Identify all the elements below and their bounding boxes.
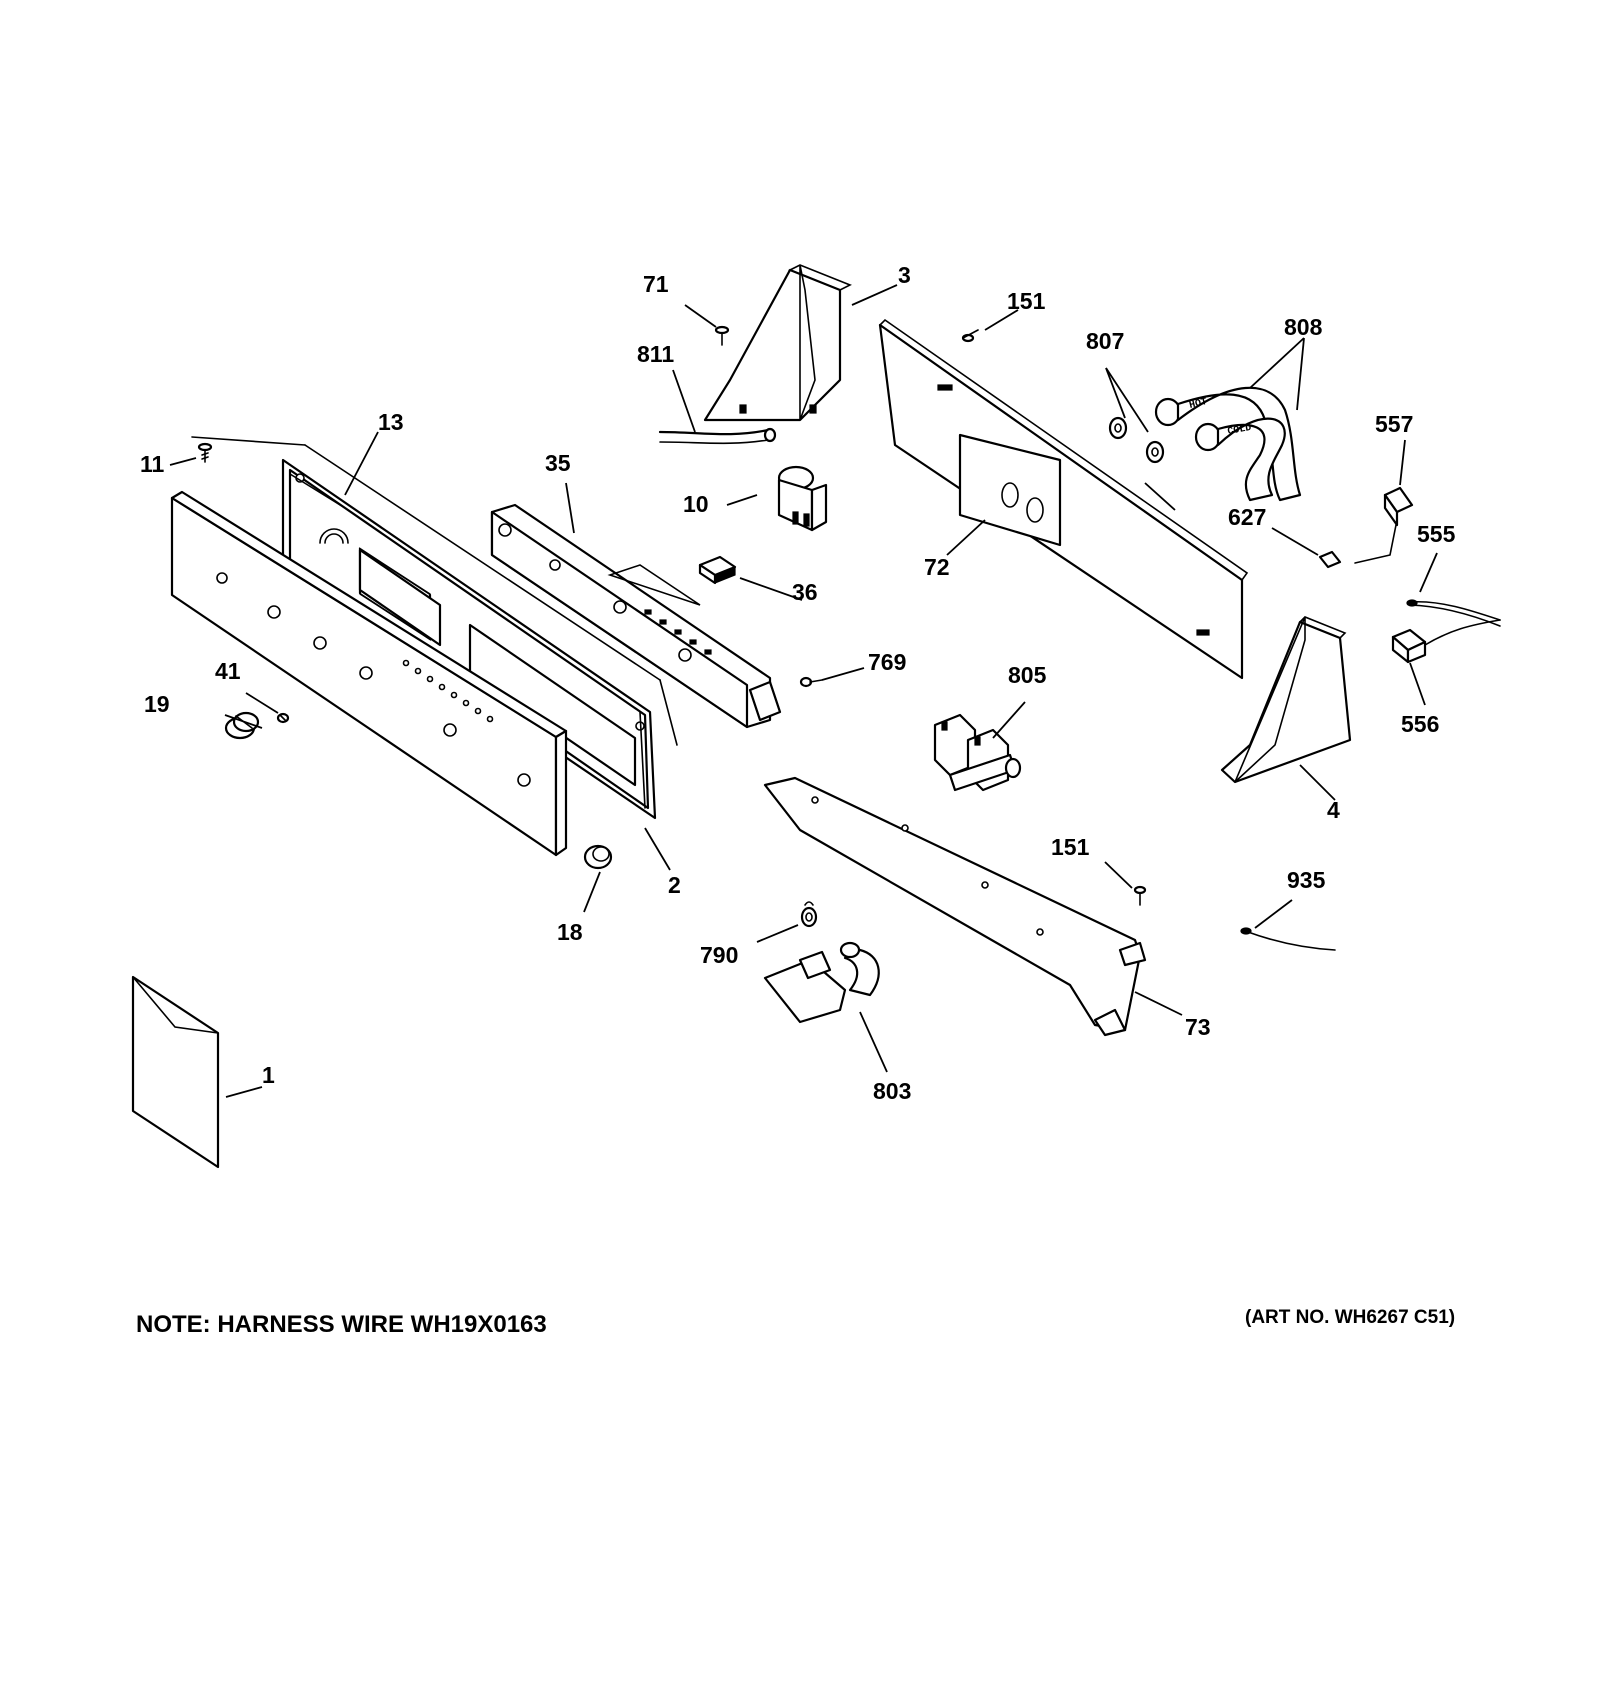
callout-4: 4 xyxy=(1327,797,1340,823)
callout-627: 627 xyxy=(1228,504,1266,530)
callout-556: 556 xyxy=(1401,711,1439,737)
callout-labels: 1 2 3 4 10 11 13 18 19 35 36 41 71 72 73… xyxy=(140,262,1456,1104)
part-10-pressure-switch xyxy=(777,465,828,532)
part-13-backsplash-frame xyxy=(191,436,678,820)
callout-803: 803 xyxy=(873,1078,911,1104)
part-4-right-end-cap xyxy=(1220,616,1352,784)
part-808-inlet-hoses: HOT COLD xyxy=(1154,386,1302,502)
callout-18: 18 xyxy=(557,919,583,945)
part-72-rear-panel xyxy=(878,318,1249,680)
part-18-grommet xyxy=(583,844,613,870)
callout-73: 73 xyxy=(1185,1014,1211,1040)
part-790-clamp xyxy=(800,901,818,928)
callout-11: 11 xyxy=(140,451,165,477)
part-811-pressure-hose xyxy=(658,427,777,445)
callout-808: 808 xyxy=(1284,314,1323,340)
callout-35: 35 xyxy=(545,450,571,476)
callout-71: 71 xyxy=(643,271,669,297)
callout-36: 36 xyxy=(792,579,818,605)
part-1-literature-envelope xyxy=(131,975,220,1169)
part-151-screw-upper xyxy=(961,329,979,343)
part-807-hose-washers xyxy=(1108,416,1165,464)
callout-41: 41 xyxy=(215,658,241,684)
part-2-console-panel xyxy=(170,490,568,857)
callout-72: 72 xyxy=(924,554,950,580)
callout-557: 557 xyxy=(1375,411,1413,437)
part-555-wire xyxy=(1406,599,1501,627)
hot-hose-marking: HOT xyxy=(1188,397,1208,412)
harness-wire-note: NOTE: HARNESS WIRE WH19X0163 xyxy=(136,1311,547,1338)
callout-807: 807 xyxy=(1086,328,1124,354)
callout-935: 935 xyxy=(1287,867,1326,893)
cold-hose-marking: COLD xyxy=(1227,423,1253,438)
part-11-screw xyxy=(197,442,213,463)
art-number: (ART NO. WH6267 C51) xyxy=(1245,1307,1456,1328)
callout-811: 811 xyxy=(637,341,674,367)
part-557-cord-bracket xyxy=(1354,486,1414,564)
callout-19: 19 xyxy=(144,691,170,717)
callout-555: 555 xyxy=(1417,521,1456,547)
part-805-water-valve xyxy=(933,713,1022,792)
part-3-left-end-cap xyxy=(703,264,852,422)
leader-lines xyxy=(169,284,1438,1098)
callout-13: 13 xyxy=(378,409,404,435)
part-627-clip xyxy=(1318,550,1342,569)
part-41-spring xyxy=(276,712,290,724)
part-769-screw xyxy=(799,676,823,688)
callout-2: 2 xyxy=(668,872,681,898)
callout-151-upper: 151 xyxy=(1007,288,1046,314)
part-803-dispenser-inlet xyxy=(763,941,880,1024)
callout-10: 10 xyxy=(683,491,709,517)
callout-790: 790 xyxy=(700,942,738,968)
callout-769: 769 xyxy=(868,649,906,675)
callout-805: 805 xyxy=(1008,662,1047,688)
part-556-terminal-block xyxy=(1391,619,1501,664)
part-35-control-board xyxy=(490,503,782,729)
part-935-ground-wire xyxy=(1240,927,1336,951)
part-71-screw xyxy=(714,325,730,346)
part-36-connector-clip xyxy=(698,555,737,585)
callout-1: 1 xyxy=(262,1062,275,1088)
part-151-screw-lower xyxy=(1133,885,1147,906)
callout-151-lower: 151 xyxy=(1051,834,1090,860)
part-73-lower-channel xyxy=(763,776,1147,1037)
callout-3: 3 xyxy=(898,262,911,288)
